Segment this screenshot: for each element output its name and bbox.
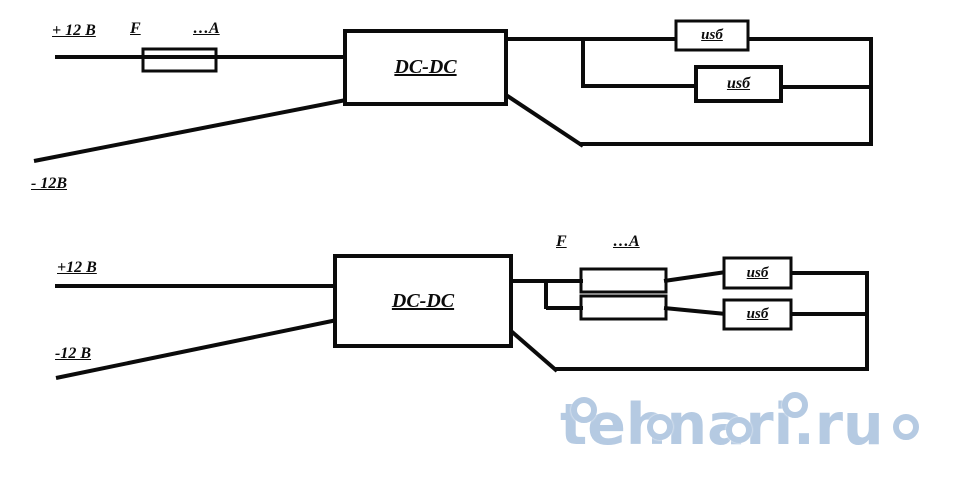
top-usb2-box bbox=[694, 65, 783, 103]
top-usb2-label: usб bbox=[726, 75, 751, 92]
top-ground-diagonal-wire bbox=[504, 93, 585, 148]
watermark-gear-icon bbox=[571, 397, 597, 423]
bottom-usb1-feed-wire bbox=[663, 270, 727, 283]
top-negative-input-label: - 12В bbox=[31, 175, 67, 192]
top-converter-box bbox=[343, 29, 508, 106]
bottom-usb2-box bbox=[722, 298, 793, 331]
top-fuse-rating-label: …А bbox=[193, 20, 220, 37]
bottom-usb2-label: usб bbox=[746, 306, 769, 322]
bottom-fuse-rating-label: …А bbox=[613, 233, 640, 250]
bottom-negative-input-wire bbox=[55, 318, 338, 380]
bottom-usb1-box bbox=[722, 256, 793, 290]
watermark-gear-icon bbox=[647, 414, 673, 440]
bottom-converter-box bbox=[333, 254, 513, 348]
bottom-usb1-label: usб bbox=[746, 264, 769, 281]
watermark-gear-icon bbox=[726, 417, 752, 443]
bottom-ground-diagonal-wire bbox=[509, 329, 559, 373]
bottom-fuse2-box bbox=[579, 294, 668, 321]
bottom-positive-input-label: +12 В bbox=[57, 259, 97, 276]
bottom-usb2-feed-wire bbox=[663, 306, 727, 316]
top-positive-input-label: + 12 В bbox=[52, 22, 96, 39]
bottom-fuse-letter-label: F bbox=[556, 233, 567, 250]
top-usb1-box bbox=[674, 19, 750, 52]
bottom-fuse1-box bbox=[579, 267, 668, 294]
bottom-converter-label: DC-DC bbox=[391, 289, 455, 312]
top-fuse-box bbox=[141, 47, 218, 73]
watermark-gear-icon bbox=[782, 392, 808, 418]
top-fuse-letter-label: F bbox=[130, 20, 141, 37]
watermark-gear-icon bbox=[893, 414, 919, 440]
top-converter-label: DC-DC bbox=[394, 56, 457, 78]
top-usb1-label: usб bbox=[701, 27, 723, 43]
bottom-negative-input-label: -12 В bbox=[55, 345, 91, 362]
watermark-text: tehnari.ru bbox=[560, 392, 884, 458]
watermark-logo: tehnari.ru bbox=[560, 390, 963, 470]
top-negative-input-wire bbox=[33, 98, 347, 163]
